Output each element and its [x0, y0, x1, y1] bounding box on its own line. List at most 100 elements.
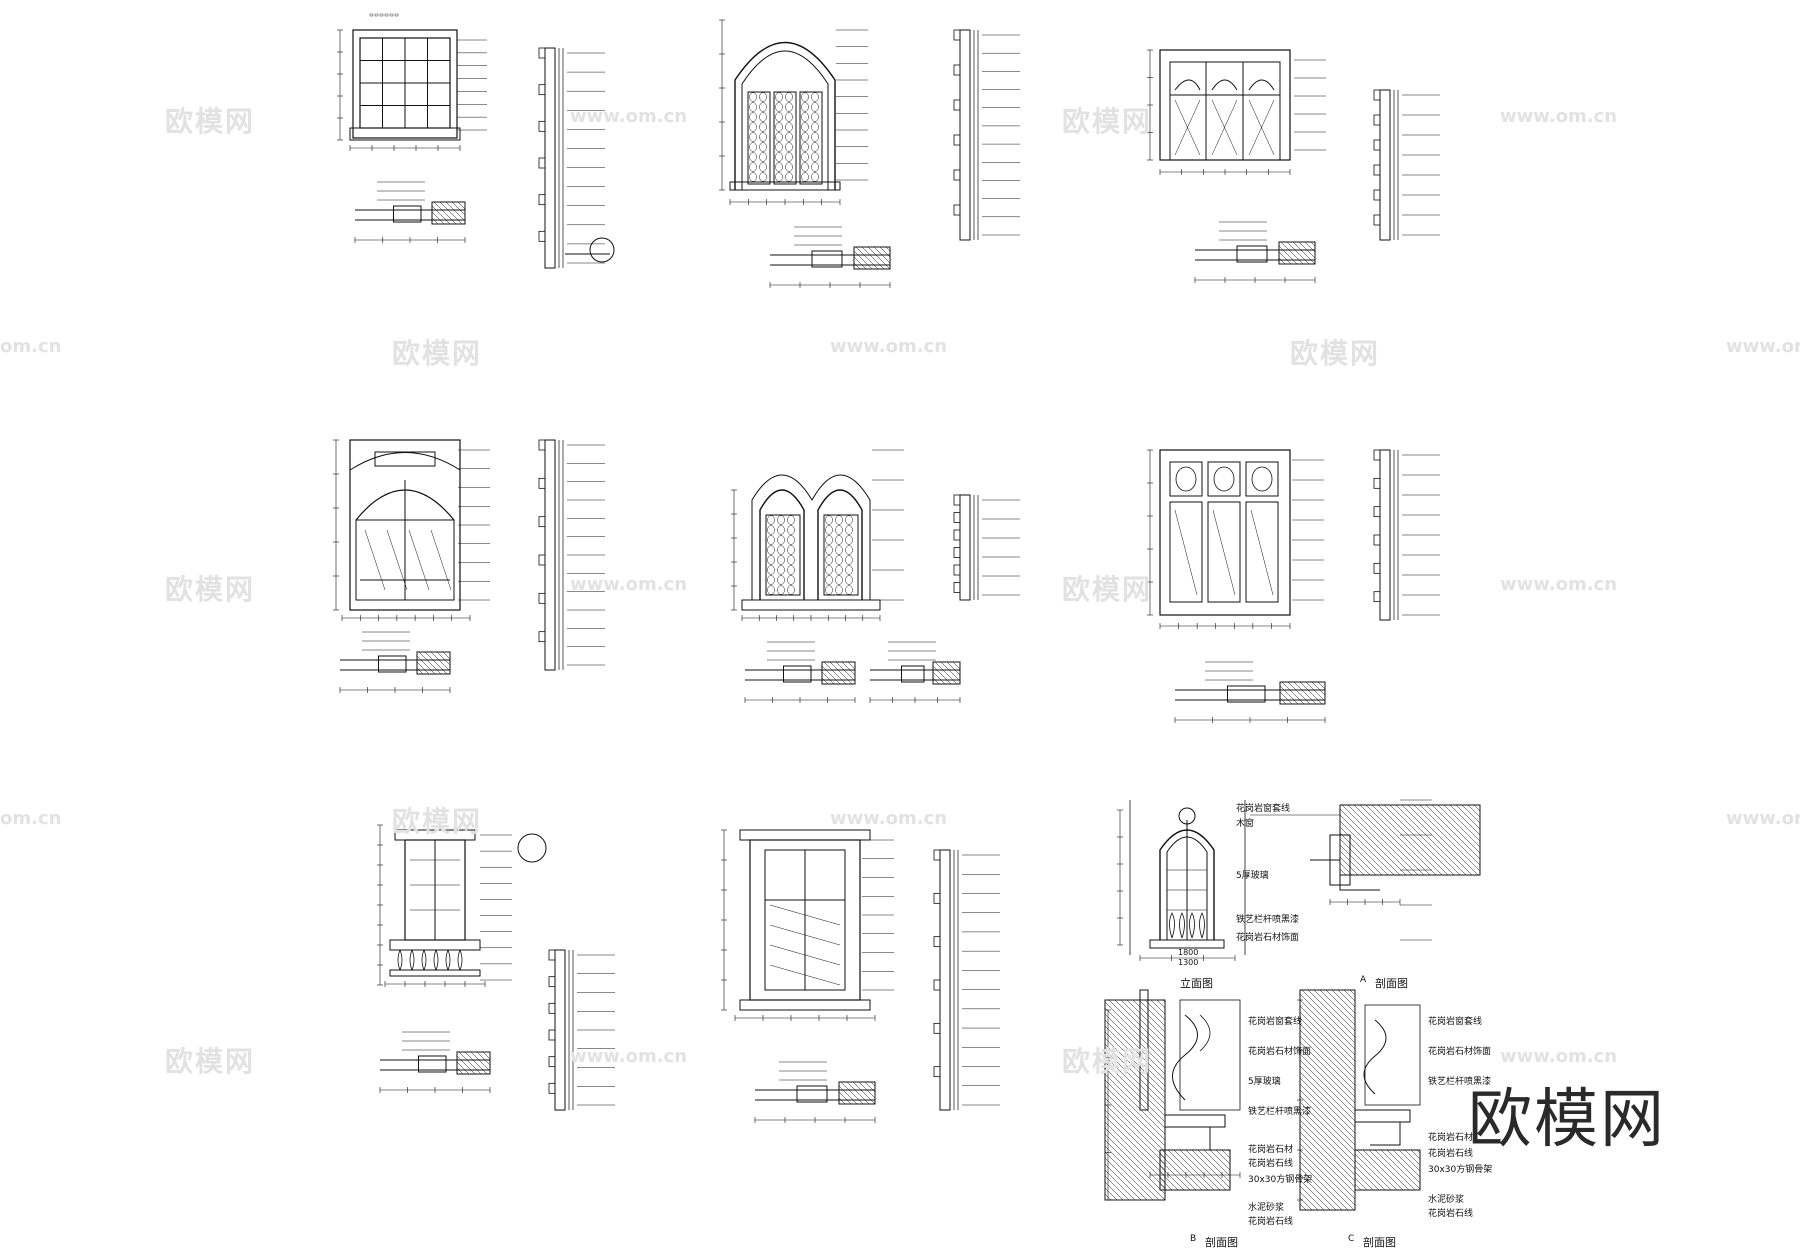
cad-line: [1299, 1047, 1356, 1104]
cad-rect: [1179, 999, 1241, 1111]
cad-line: [1319, 989, 1356, 1026]
cad-line: [1292, 241, 1316, 265]
cad-line: [1354, 1159, 1386, 1191]
cad-line: [1425, 804, 1481, 860]
cad-line: [1353, 804, 1425, 876]
section-a-marker: A: [1360, 975, 1367, 985]
cad-line: [1132, 999, 1166, 1033]
cad-path: [1211, 79, 1238, 91]
cad-line: [1299, 999, 1356, 1056]
cad-rect: [838, 1081, 876, 1105]
lattice-ornament: [749, 122, 757, 132]
cad-line: [769, 904, 841, 926]
cad-line: [855, 246, 879, 270]
cad-rect: [538, 439, 546, 451]
cad-line: [1395, 804, 1467, 876]
cad-line: [1389, 804, 1461, 876]
cad-path: [1310, 859, 1380, 891]
cad-rect: [1149, 939, 1225, 949]
cad-line: [1307, 989, 1356, 1038]
cad-line: [1150, 999, 1166, 1015]
cad-line: [1339, 838, 1377, 876]
cad-rect: [939, 849, 951, 1111]
cad-line: [1167, 1149, 1209, 1191]
cad-rect: [747, 91, 771, 185]
lattice-ornament: [785, 142, 793, 152]
cad-line: [1278, 257, 1286, 265]
cad-rect: [741, 599, 881, 611]
cad-line: [940, 661, 961, 682]
cad-rect: [548, 1056, 556, 1068]
cad-line: [1354, 1153, 1392, 1191]
cad-line: [1286, 241, 1310, 265]
lattice-ornament: [775, 122, 783, 132]
cad-line: [1104, 1097, 1166, 1159]
cad-line: [1299, 1101, 1356, 1158]
cad-rect: [1339, 804, 1481, 876]
cad-rect: [953, 64, 961, 76]
cad-line: [439, 201, 463, 225]
cad-rect: [548, 949, 556, 961]
cad-line: [1191, 1149, 1231, 1189]
cad-rect: [1373, 189, 1381, 201]
cad-line: [1392, 1149, 1421, 1178]
cad-line: [1325, 989, 1356, 1020]
cad-path: [1165, 1126, 1211, 1151]
cad-line: [1368, 1149, 1410, 1191]
cad-rect: [431, 201, 466, 225]
cad-path: [751, 474, 871, 600]
cad-line: [1299, 1167, 1343, 1211]
lattice-ornament: [787, 575, 795, 585]
cad-rect: [1354, 1149, 1421, 1191]
cad-line: [769, 944, 841, 966]
cad-path: [1355, 1121, 1401, 1146]
cad-line: [1467, 804, 1481, 818]
cad-path: [1363, 1019, 1387, 1095]
cad-line: [1299, 1011, 1356, 1068]
cad-line: [1278, 251, 1292, 265]
cad-rect: [394, 13, 399, 17]
cad-rect: [1373, 449, 1381, 461]
lattice-ornament: [775, 172, 783, 182]
cad-path: [1189, 912, 1195, 939]
lattice-ornament: [801, 162, 809, 172]
cad-line: [858, 1081, 876, 1099]
lattice-ornament: [777, 545, 785, 555]
cad-line: [1299, 1029, 1356, 1086]
cad-line: [1221, 1149, 1231, 1159]
cad-line: [821, 677, 829, 685]
cad-line: [482, 1051, 491, 1060]
cad-line: [1299, 1143, 1356, 1200]
elevation-title: 立面图: [1180, 977, 1213, 990]
watermark-url: om.cn: [0, 336, 62, 357]
cad-line: [464, 1051, 488, 1075]
cad-line: [1159, 1153, 1197, 1191]
cad-rect: [933, 849, 941, 861]
lattice-ornament: [759, 112, 767, 122]
cad-rect: [1169, 501, 1203, 603]
cad-rect: [369, 13, 374, 17]
annotation: 花岗岩窗套线: [1236, 804, 1291, 814]
lattice-ornament: [785, 152, 793, 162]
cad-path: [1172, 1014, 1198, 1101]
cad-line: [1212, 509, 1236, 596]
lattice-ornament: [749, 172, 757, 182]
lattice-ornament: [801, 142, 809, 152]
cad-line: [1108, 999, 1166, 1057]
cad-line: [1104, 1109, 1166, 1171]
annotation: 木窗: [1236, 819, 1255, 829]
cad-line: [1339, 868, 1347, 876]
cad-line: [451, 201, 466, 216]
cad-line: [476, 1051, 491, 1066]
cad-rect: [765, 514, 801, 596]
lattice-ornament: [801, 112, 809, 122]
cad-line: [867, 246, 891, 270]
watermark-url: www.om.cn: [1500, 106, 1618, 127]
cad-line: [1104, 1079, 1166, 1141]
cad-rect: [953, 169, 961, 181]
annotation: 花岗岩石材饰面: [1248, 1047, 1312, 1057]
cad-line: [1349, 989, 1356, 996]
watermark: 欧模网: [1062, 105, 1153, 138]
cad-rect: [933, 936, 941, 948]
